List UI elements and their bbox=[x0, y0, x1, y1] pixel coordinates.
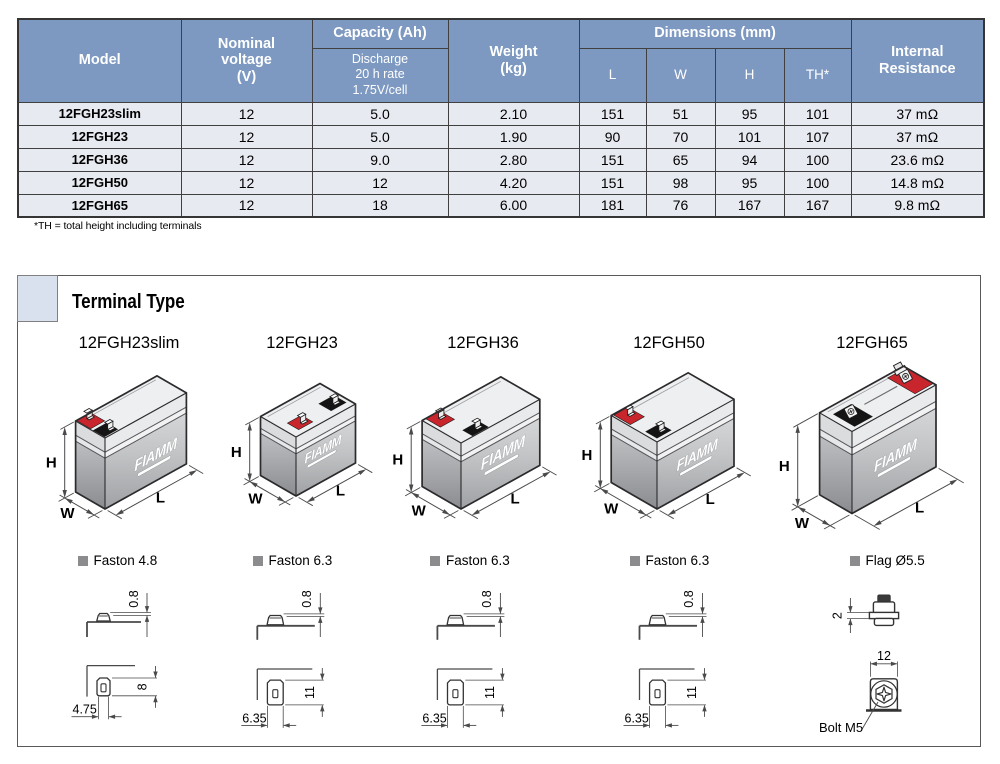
svg-text:L: L bbox=[915, 500, 924, 517]
svg-text:H: H bbox=[779, 458, 790, 475]
svg-text:11: 11 bbox=[483, 686, 497, 699]
svg-text:0.8: 0.8 bbox=[300, 590, 314, 607]
svg-text:L: L bbox=[511, 490, 520, 507]
svg-text:H: H bbox=[581, 447, 592, 464]
svg-text:W: W bbox=[795, 515, 810, 532]
svg-text:W: W bbox=[248, 490, 263, 507]
svg-text:0.8: 0.8 bbox=[127, 590, 141, 607]
svg-text:L: L bbox=[156, 490, 165, 507]
svg-text:L: L bbox=[706, 491, 715, 508]
svg-text:H: H bbox=[392, 452, 403, 469]
svg-text:6.35: 6.35 bbox=[422, 711, 446, 725]
svg-text:Bolt M5: Bolt M5 bbox=[819, 720, 863, 735]
svg-text:0.8: 0.8 bbox=[480, 590, 494, 607]
svg-text:W: W bbox=[60, 505, 75, 522]
svg-text:0.8: 0.8 bbox=[682, 590, 696, 607]
svg-text:H: H bbox=[46, 455, 57, 472]
svg-text:12: 12 bbox=[877, 649, 891, 663]
svg-text:W: W bbox=[412, 502, 427, 519]
svg-text:11: 11 bbox=[685, 686, 699, 699]
svg-text:11: 11 bbox=[303, 686, 317, 699]
svg-text:L: L bbox=[336, 483, 345, 500]
svg-text:2: 2 bbox=[831, 612, 845, 619]
svg-text:8: 8 bbox=[136, 683, 150, 690]
svg-text:H: H bbox=[231, 444, 242, 461]
svg-text:W: W bbox=[604, 500, 619, 517]
svg-text:6.35: 6.35 bbox=[242, 711, 266, 725]
svg-text:6.35: 6.35 bbox=[625, 711, 649, 725]
svg-text:4.75: 4.75 bbox=[73, 703, 97, 717]
